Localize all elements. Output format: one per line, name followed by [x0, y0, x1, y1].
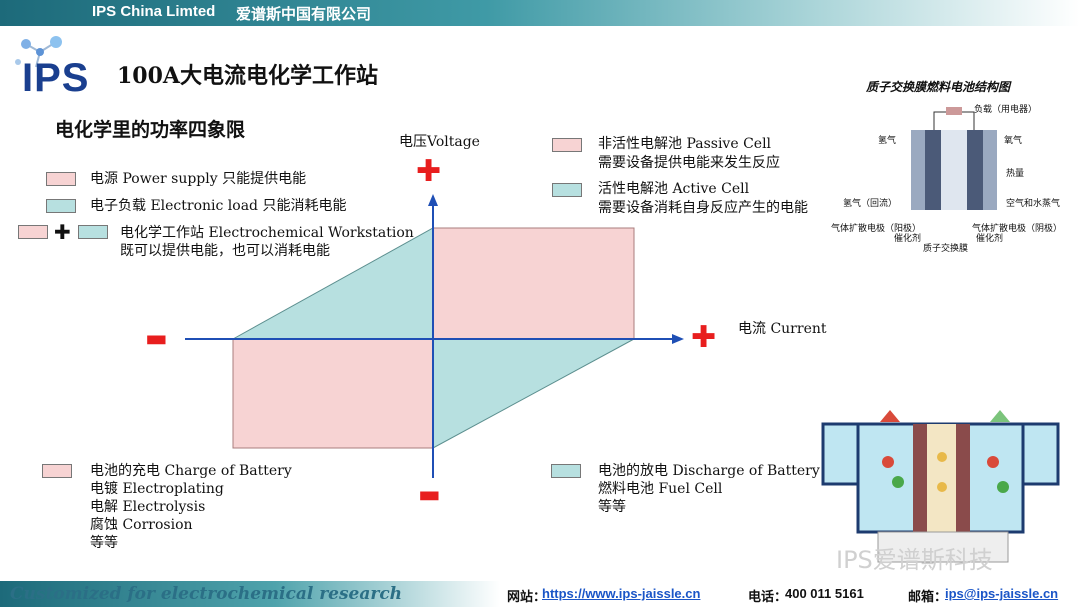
fuel-cell-membrane: 质子交换膜: [923, 244, 969, 254]
fuel-cell-catalyst-right: 催化剂: [976, 234, 1004, 244]
legend-power-supply: 电源 Power supply 只能提供电能: [90, 171, 307, 187]
legend-swatch-power-supply: [46, 172, 76, 186]
charge-line5: 等等: [90, 535, 118, 551]
legend-swatch-passive-cell: [552, 138, 582, 152]
charge-line2: 电镀 Electroplating: [90, 481, 224, 497]
quadrant-1-pink: [432, 227, 635, 340]
y-plus-icon: ✚: [416, 154, 442, 189]
legend-active-cell-line1: 活性电解池 Active Cell: [598, 181, 750, 197]
x-axis-label: 电流 Current: [738, 321, 827, 337]
footer-band: [0, 581, 500, 607]
legend-passive-cell-line2: 需要设备提供电能来发生反应: [598, 155, 780, 171]
header-bar: IPS China Limted 爱谱斯中国有限公司: [0, 0, 1080, 26]
fuel-cell-heat: 热量: [1006, 169, 1025, 179]
fuel-cell-cathode: 气体扩散电极（阴极）: [972, 224, 1063, 234]
ips-logo-icon: [15, 36, 62, 68]
fuel-cell-air-vapor: 空气和水蒸气: [1006, 199, 1061, 209]
email-link[interactable]: ips@ips-jaissle.cn: [945, 586, 1059, 601]
page-subtitle: 电化学里的功率四象限: [55, 119, 246, 141]
company-name-en: IPS China Limted: [92, 3, 216, 20]
discharge-line3: 等等: [598, 499, 626, 515]
quadrant-2-teal: [231, 227, 434, 340]
fuel-cell-load: 负载（用电器）: [974, 105, 1038, 115]
watermark: IPS爱谱斯科技: [836, 546, 993, 574]
charge-line1: 电池的充电 Charge of Battery: [90, 463, 292, 479]
legend-active-cell-line2: 需要设备消耗自身反应产生的电能: [598, 200, 808, 216]
footer: Customized for electrochemical research …: [0, 581, 1080, 607]
legend-swatch-workstation-pink: [18, 225, 48, 239]
x-minus-icon: ▬: [145, 324, 168, 352]
footer-slogan: Customized for electrochemical research: [10, 584, 403, 604]
fuel-cell-catalyst-left: 催化剂: [894, 234, 922, 244]
quadrant-3-pink: [232, 338, 434, 449]
phone-label: 电话：: [748, 589, 788, 604]
legend-workstation-line1: 电化学工作站 Electrochemical Workstation: [120, 225, 414, 241]
x-plus-icon: ✚: [691, 320, 717, 355]
page-title: 100A大电流电化学工作站: [117, 63, 378, 89]
legend-swatch-electronic-load: [46, 199, 76, 213]
fuel-cell-hydrogen-return: 氢气（回流）: [843, 199, 898, 209]
phone-number: 400 011 5161: [785, 586, 864, 601]
charge-line3: 电解 Electrolysis: [90, 499, 206, 515]
charge-line4: 腐蚀 Corrosion: [90, 517, 193, 533]
y-minus-icon: ▬: [418, 480, 441, 508]
fuel-cell-hydrogen: 氢气: [878, 136, 897, 146]
fuel-cell-figure: 质子交换膜燃料电池结构图 负载（用电器） 氢气 氧气 热量 氢气（回流） 空气和…: [826, 70, 1076, 260]
y-axis-arrow: [428, 194, 438, 206]
legend-swatch-charge: [42, 464, 72, 478]
discharge-line1: 电池的放电 Discharge of Battery: [598, 463, 820, 479]
fuel-cell-oxygen: 氧气: [1004, 136, 1023, 146]
legend-workstation-line2: 既可以提供电能，也可以消耗电能: [120, 243, 330, 259]
legend-passive-cell-line1: 非活性电解池 Passive Cell: [598, 136, 772, 152]
fuel-cell-title: 质子交换膜燃料电池结构图: [866, 80, 1011, 94]
website-link[interactable]: https://www.ips-jaissle.cn: [542, 586, 701, 601]
discharge-line2: 燃料电池 Fuel Cell: [598, 481, 723, 497]
legend-swatch-workstation-teal: [78, 225, 108, 239]
website-label: 网站：: [507, 589, 547, 604]
quadrant-4-teal: [432, 338, 635, 449]
plus-icon: ✚: [54, 220, 71, 244]
x-axis-arrow: [672, 334, 684, 344]
logo-text: IPS: [22, 56, 90, 100]
email-label: 邮箱：: [908, 589, 948, 604]
fuel-cell-diagram: [911, 107, 997, 210]
legend-swatch-active-cell: [552, 183, 582, 197]
company-name-cn: 爱谱斯中国有限公司: [236, 6, 372, 23]
electrolysis-illustration: [821, 410, 1060, 563]
fuel-cell-anode: 气体扩散电极（阳极）: [831, 224, 922, 234]
y-axis-label: 电压Voltage: [399, 134, 480, 150]
legend-electronic-load: 电子负载 Electronic load 只能消耗电能: [90, 198, 347, 214]
legend-swatch-discharge: [551, 464, 581, 478]
